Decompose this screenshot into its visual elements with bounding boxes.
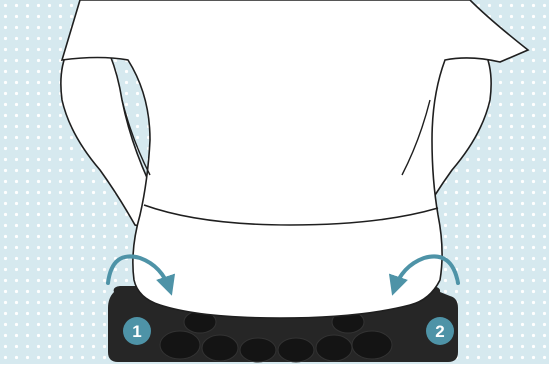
step-label-1: 1 bbox=[132, 322, 141, 341]
step-badge-1: 1 bbox=[123, 317, 151, 345]
step-label-2: 2 bbox=[435, 322, 444, 341]
bottom-strip bbox=[0, 364, 549, 374]
step-badge-2: 2 bbox=[426, 317, 454, 345]
